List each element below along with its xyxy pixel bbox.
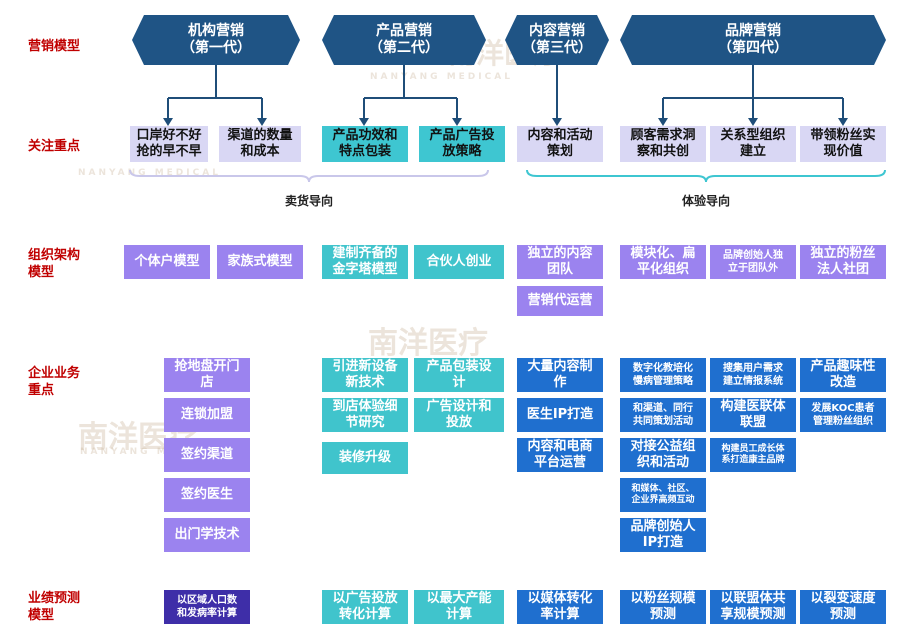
row-label-forecast: 业绩预测 模型 [28, 591, 81, 623]
hex-gen4-name: 品牌营销 [725, 23, 781, 39]
row-label-org: 组织架构 模型 [28, 248, 81, 280]
forecast-g4-2: 以联盟体共 享规模预测 [710, 590, 796, 624]
biz-g1-3: 签约渠道 [164, 438, 250, 472]
hex-gen4: 品牌营销 （第四代） [620, 15, 886, 65]
brace-experience [526, 169, 886, 183]
watermark-en-mid: NANYANG MEDICAL [80, 447, 223, 457]
org-g4-2: 品牌创始人独 立于团队外 [710, 245, 796, 279]
hex-gen3: 内容营销 （第三代） [505, 15, 609, 65]
org-g3-2: 营销代运营 [517, 286, 603, 316]
org-g2-2: 合伙人创业 [414, 245, 504, 279]
forecast-g4-1: 以粉丝规模 预测 [620, 590, 706, 624]
biz-g1-1: 抢地盘开门 店 [164, 358, 250, 392]
hex-gen1-name: 机构营销 [188, 23, 244, 39]
orientation-sales: 卖货导向 [284, 194, 333, 208]
arrow-gen1 [167, 65, 263, 120]
hex-gen3-gen: （第三代） [522, 40, 592, 56]
row-label-business: 企业业务 重点 [28, 366, 81, 398]
focus-g4-2: 关系型组织 建立 [710, 126, 796, 162]
focus-g2-2: 产品广告投 放策略 [419, 126, 505, 162]
biz-g4-a3: 对接公益组 织和活动 [620, 438, 706, 472]
org-g4-3: 独立的粉丝 法人社团 [800, 245, 886, 279]
forecast-g2-2: 以最大产能 计算 [414, 590, 504, 624]
biz-g4-c1: 产品趣味性 改造 [800, 358, 886, 392]
org-g3-1: 独立的内容 团队 [517, 245, 603, 279]
biz-g2-b2: 广告设计和 投放 [414, 398, 504, 432]
forecast-g4-3: 以裂变速度 预测 [800, 590, 886, 624]
orientation-experience: 体验导向 [681, 194, 730, 208]
brace-sales [129, 169, 489, 183]
forecast-g3: 以媒体转化 率计算 [517, 590, 603, 624]
watermark-en-left: NANYANG MEDICAL [78, 168, 221, 178]
focus-g4-3: 带领粉丝实 现价值 [800, 126, 886, 162]
row-label-focus: 关注重点 [28, 139, 81, 154]
biz-g4-a1: 数字化教培化 慢病管理策略 [620, 358, 706, 392]
biz-g4-b2: 构建医联体 联盟 [710, 398, 796, 432]
biz-g2-a1: 引进新设备 新技术 [322, 358, 408, 392]
arrow-gen4 [662, 65, 844, 120]
focus-g4-1: 顾客需求洞 察和共创 [620, 126, 706, 162]
biz-g2-a2: 到店体验细 节研究 [322, 398, 408, 432]
hex-gen1-gen: （第一代） [181, 40, 251, 56]
hex-gen4-gen: （第四代） [718, 40, 788, 56]
org-g1-1: 个体户模型 [124, 245, 210, 279]
biz-g4-b1: 搜集用户需求 建立情报系统 [710, 358, 796, 392]
biz-g3-1: 大量内容制 作 [517, 358, 603, 392]
hex-gen1: 机构营销 （第一代） [132, 15, 300, 65]
watermark-en-top: NANYANG MEDICAL [370, 72, 513, 82]
hex-gen2-name: 产品营销 [376, 23, 432, 39]
biz-g4-c2: 发展KOC患者 管理粉丝组织 [800, 398, 886, 432]
biz-g3-2: 医生IP打造 [517, 398, 603, 432]
biz-g2-b1: 产品包装设 计 [414, 358, 504, 392]
focus-g1-1: 口岸好不好 抢的早不早 [130, 126, 208, 162]
biz-g1-2: 连锁加盟 [164, 398, 250, 432]
org-g2-1: 建制齐备的 金字塔模型 [322, 245, 408, 279]
biz-g3-3: 内容和电商 平台运营 [517, 438, 603, 472]
focus-g1-2: 渠道的数量 和成本 [219, 126, 301, 162]
arrow-gen2 [363, 65, 458, 120]
biz-g4-a5: 品牌创始人 IP打造 [620, 518, 706, 552]
focus-g2-1: 产品功效和 特点包装 [322, 126, 408, 162]
row-label-model: 营销模型 [28, 39, 81, 54]
hex-gen2-gen: （第二代） [369, 40, 439, 56]
org-g1-2: 家族式模型 [217, 245, 303, 279]
focus-g3-1: 内容和活动 策划 [517, 126, 603, 162]
biz-g4-b3: 构建员工成长体 系打造康主品牌 [710, 438, 796, 472]
forecast-g2-1: 以广告投放 转化计算 [322, 590, 408, 624]
org-g4-1: 模块化、扁 平化组织 [620, 245, 706, 279]
hex-gen2: 产品营销 （第二代） [322, 15, 486, 65]
biz-g1-4: 签约医生 [164, 478, 250, 512]
forecast-g1: 以区域人口数 和发病率计算 [164, 590, 250, 624]
watermark-center: 南洋医疗 [368, 326, 488, 361]
biz-g4-a2: 和渠道、同行 共同策划活动 [620, 398, 706, 432]
hex-gen3-name: 内容营销 [529, 23, 585, 39]
biz-g1-5: 出门学技术 [164, 518, 250, 552]
biz-g2-a3: 装修升级 [322, 442, 408, 474]
biz-g4-a4: 和媒体、社区、 企业界高频互动 [620, 478, 706, 512]
